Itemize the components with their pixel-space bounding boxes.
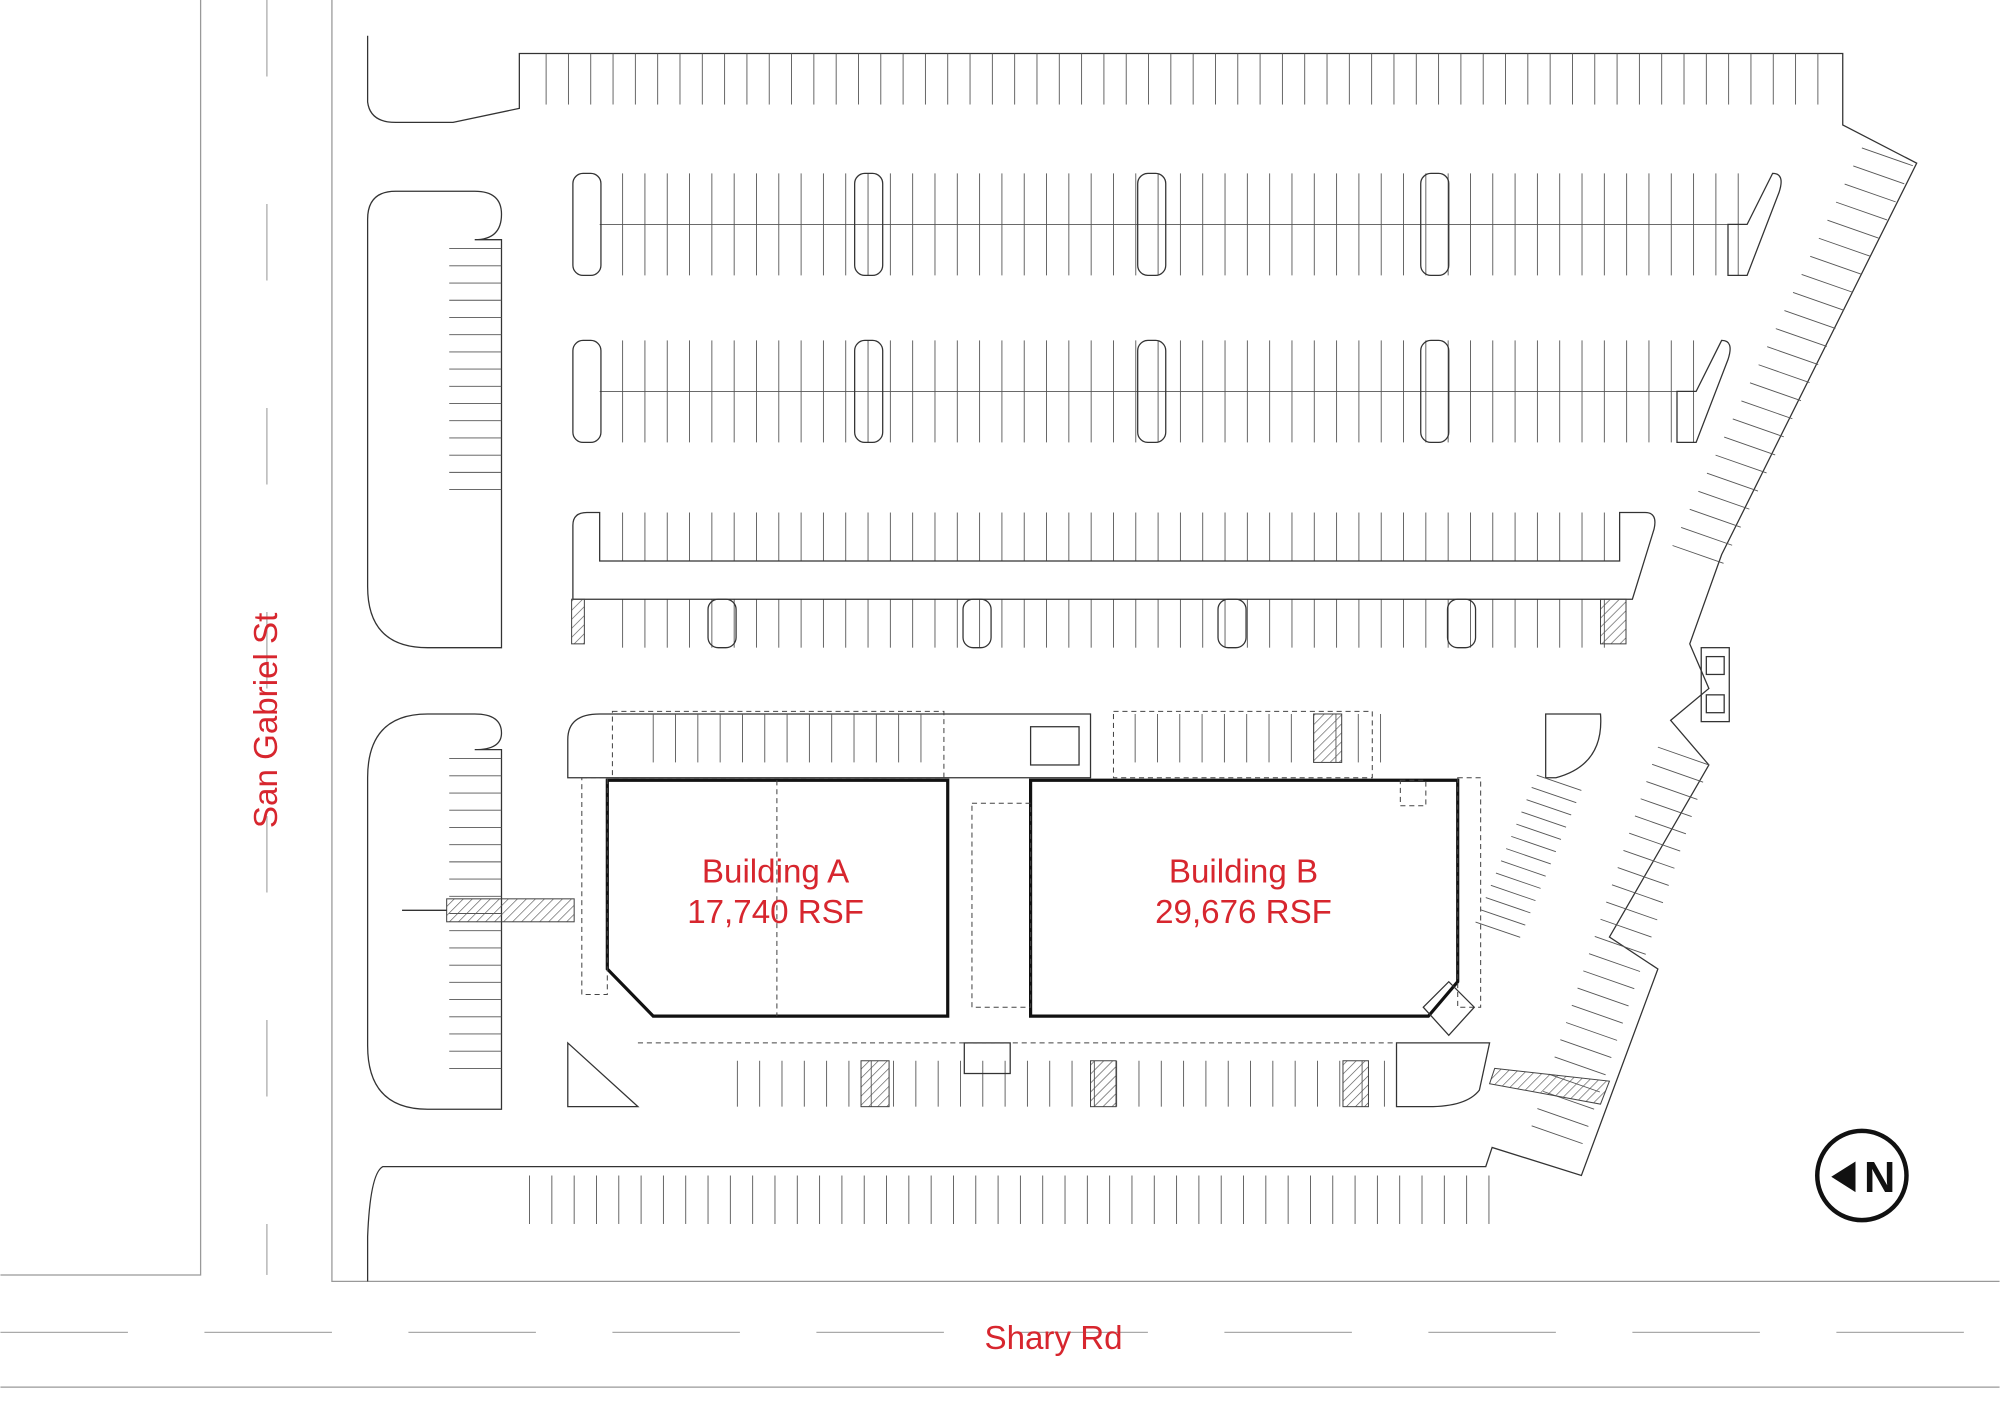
row-end <box>1676 339 1731 444</box>
stall-line <box>1531 786 1577 804</box>
island <box>1446 598 1477 649</box>
building-a-area: 17,740 RSF <box>687 894 864 931</box>
island <box>854 339 884 444</box>
stall-line <box>1606 901 1658 921</box>
stall-line <box>1689 508 1741 528</box>
stall-line <box>1672 545 1724 564</box>
stall-line <box>1801 273 1853 293</box>
street-label-san-gabriel: San Gabriel St <box>248 613 285 828</box>
stall-line <box>1775 328 1827 347</box>
stall-line <box>1565 1022 1618 1041</box>
island <box>1137 172 1167 277</box>
island <box>962 598 992 649</box>
island <box>1217 598 1247 649</box>
stall-line <box>1516 823 1562 840</box>
street-label-shary: Shary Rd <box>985 1320 1123 1357</box>
stall-line <box>1732 418 1784 438</box>
stall-line <box>1749 382 1802 402</box>
breezeway <box>611 710 1476 1075</box>
stall-line <box>1571 1004 1623 1024</box>
stall-line <box>1485 897 1531 914</box>
stall-line <box>1657 746 1710 766</box>
island <box>1420 339 1450 444</box>
stall-line <box>1634 815 1687 835</box>
island <box>572 339 602 444</box>
stall-line <box>1835 201 1888 221</box>
stall-line <box>1537 1108 1589 1127</box>
stall-line <box>1810 255 1862 275</box>
stall-line <box>1861 147 1914 167</box>
row-4-island <box>572 511 1656 600</box>
stall-line <box>1588 953 1641 972</box>
parking-stalls <box>449 53 1914 1224</box>
building-b-name: Building B <box>1169 853 1318 890</box>
stall-line <box>1554 1056 1606 1076</box>
stall-line <box>1724 436 1776 456</box>
building-b-area: 29,676 RSF <box>1155 894 1332 931</box>
stall-line <box>1611 884 1664 904</box>
stall-line <box>1844 183 1896 203</box>
building-a: Building A 17,740 RSF <box>581 777 950 1018</box>
stall-line <box>1594 936 1646 955</box>
parking-lot-outline <box>366 35 1918 1282</box>
stall-line <box>1600 918 1652 938</box>
stall-line <box>1706 472 1759 492</box>
building-a-name: Building A <box>702 853 850 890</box>
stall-line <box>1651 763 1704 783</box>
stall-line <box>1506 848 1551 865</box>
stall-line <box>1767 346 1819 365</box>
island <box>572 172 602 277</box>
north-letter: N <box>1864 1154 1895 1202</box>
stall-line <box>1495 872 1541 889</box>
transformer <box>1700 647 1730 723</box>
island <box>1420 172 1450 277</box>
stall-line <box>1827 219 1879 239</box>
stall-line <box>1536 774 1582 791</box>
stall-line <box>1577 987 1629 1007</box>
north-arrow-icon: N <box>1815 1128 1909 1223</box>
walkways <box>402 598 1627 1108</box>
stall-line <box>1500 860 1546 877</box>
stall-line <box>1818 237 1870 257</box>
stall-line <box>1680 526 1733 546</box>
stall-line <box>1475 921 1521 938</box>
stall-line <box>1480 909 1526 926</box>
stall-line <box>1758 364 1810 384</box>
stall-line <box>1526 799 1572 816</box>
island <box>1137 339 1167 444</box>
stall-line <box>1623 849 1675 869</box>
stall-line <box>1698 490 1750 510</box>
stall-line <box>1583 970 1635 990</box>
row-end <box>1727 172 1782 277</box>
stall-line <box>1617 867 1669 886</box>
stall-line <box>1629 832 1681 852</box>
stall-line <box>1640 798 1692 818</box>
parking-islands <box>572 172 1782 649</box>
stall-line <box>1784 310 1836 329</box>
building-b: Building B 29,676 RSF <box>1029 777 1482 1018</box>
stall-line <box>1490 884 1536 902</box>
island <box>854 172 884 277</box>
stall-line <box>1715 454 1767 474</box>
stall-line <box>1531 1125 1583 1145</box>
island <box>707 598 737 649</box>
stall-line <box>1741 400 1793 420</box>
stall-line <box>1560 1039 1612 1058</box>
stall-line <box>1646 781 1698 800</box>
stall-line <box>1853 165 1905 185</box>
stall-line <box>1792 292 1845 311</box>
stall-line <box>1511 835 1557 853</box>
stall-line <box>1521 811 1567 828</box>
